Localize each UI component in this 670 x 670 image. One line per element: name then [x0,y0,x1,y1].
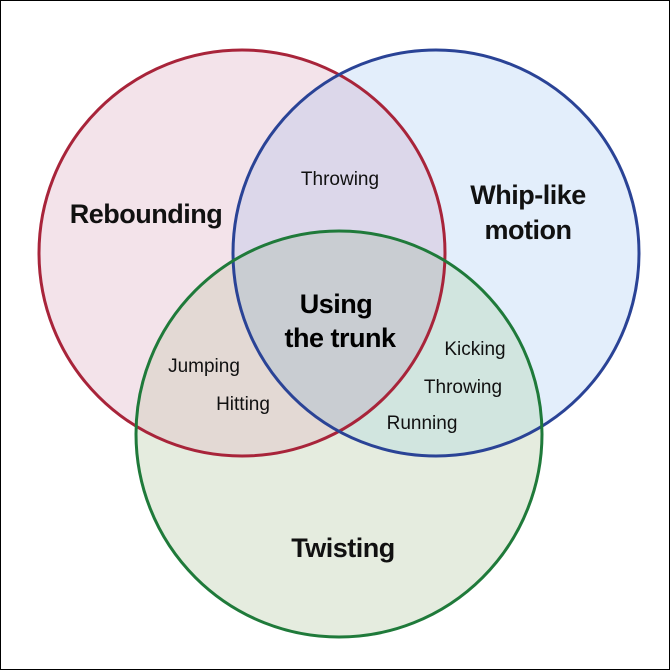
rebounding-label: Rebounding [70,199,222,229]
whip-label-line2: motion [485,215,572,245]
twisting-label: Twisting [291,533,395,563]
region-item-rebound-whip-throwing: Throwing [301,169,379,190]
region-item-rebound-twist-jumping: Jumping [168,356,240,377]
region-item-whip-twist-throwing: Throwing [424,377,502,398]
rebounding-circle-outline [37,48,447,458]
region-item-rebound-twist-hitting: Hitting [216,394,270,415]
whip-label-line1: Whip-like [470,180,586,210]
twisting-circle-outline [134,229,544,639]
whip-circle-outline [231,48,641,458]
region-item-whip-twist-kicking: Kicking [444,339,505,360]
region-item-whip-twist-running: Running [387,413,458,434]
center-label-line1: Using [300,289,373,319]
center-label-line2: the trunk [284,323,396,353]
